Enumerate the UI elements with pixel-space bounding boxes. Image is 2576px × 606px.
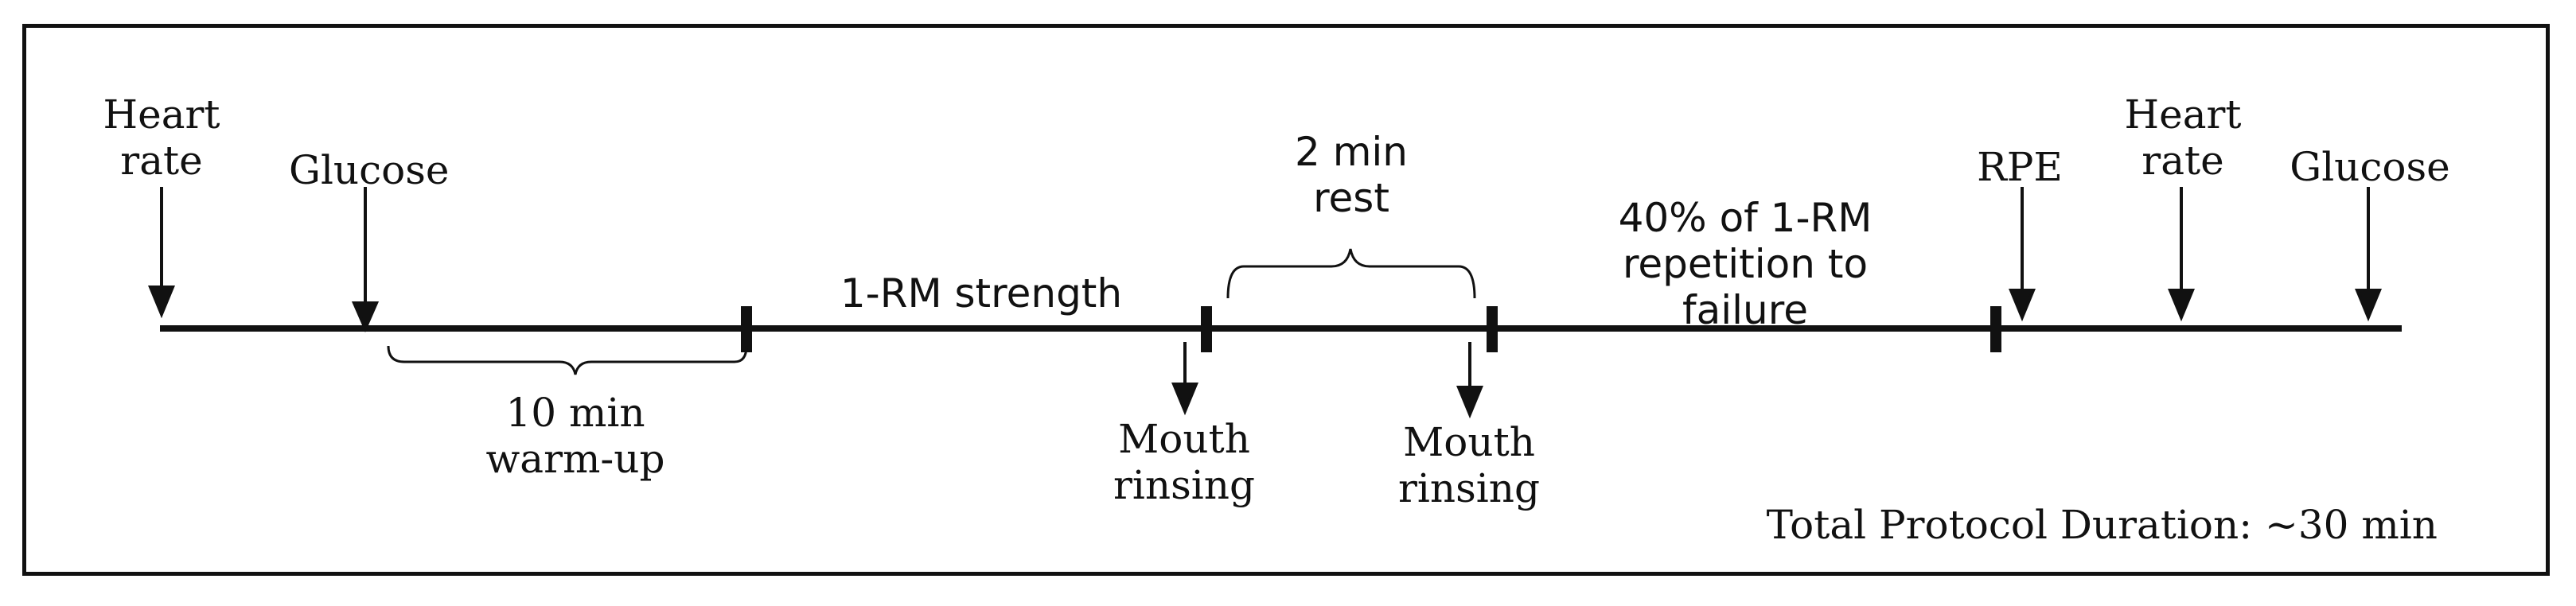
arrow-mouth-rinsing-1 [1171,342,1198,416]
arrow-rpe [2009,187,2036,322]
arrow-glucose-2 [2355,187,2382,322]
brace-rest [1226,248,1476,299]
arrow-heart-rate-1 [148,187,175,319]
timeline-svg [148,187,2402,419]
arrow-heart-rate-2 [2168,187,2195,322]
arrow-mouth-rinsing-2 [1456,342,1483,419]
label-glucose-1: Glucose [289,147,450,193]
label-rpe: RPE [1977,144,2063,190]
total-duration-label: Total Protocol Duration: ~30 min [1766,502,2438,548]
brace-warmup [387,345,748,375]
label-strength-phase: 1-RM strength [840,270,1123,317]
label-glucose-2: Glucose [2290,144,2450,190]
arrow-glucose-1 [351,187,380,332]
